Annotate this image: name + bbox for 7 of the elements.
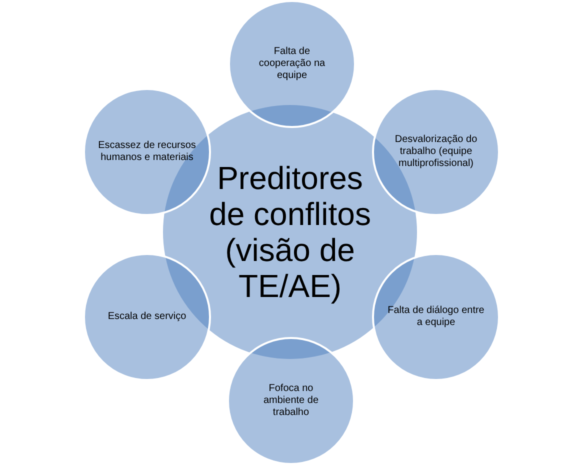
cause-label: Fofoca no ambiente de trabalho <box>262 383 320 419</box>
cause-label: Falta de cooperação na equipe <box>258 46 326 82</box>
cause-label: Falta de diálogo entre a equipe <box>386 305 486 329</box>
cause-label: Desvalorização do trabalho (equipe multiprofissional) <box>394 134 478 170</box>
central-title: Preditores de conflitos (visão de TE/AE) <box>208 160 372 304</box>
cause-label: Escala de serviço <box>106 311 188 323</box>
cause-label: Escassez de recursos humanos e materiais <box>97 140 197 164</box>
